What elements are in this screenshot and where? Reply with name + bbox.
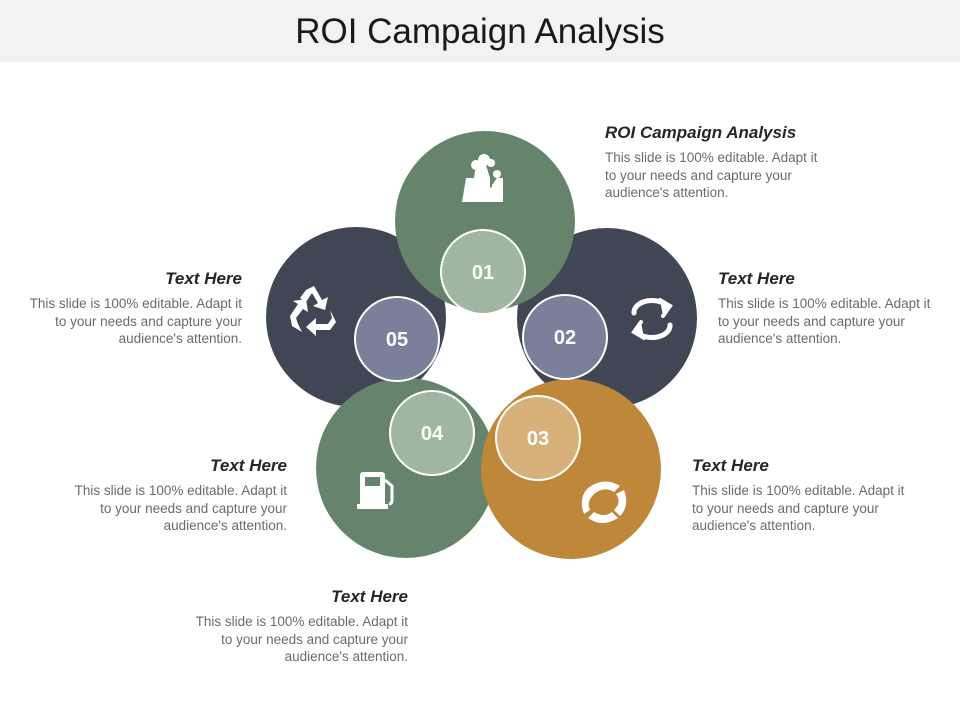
step-03-block: Text Here This slide is 100% editable. A… bbox=[692, 456, 917, 535]
petal-03 bbox=[481, 379, 661, 559]
fuel-pump-icon bbox=[357, 472, 394, 509]
number-circle-05: 05 bbox=[354, 296, 440, 382]
number-05: 05 bbox=[386, 329, 408, 351]
recycle-icon bbox=[290, 286, 336, 336]
number-04: 04 bbox=[421, 423, 444, 445]
step-04-heading: Text Here bbox=[210, 456, 287, 475]
extra-block: Text Here This slide is 100% editable. A… bbox=[183, 587, 408, 666]
step-04-text: This slide is 100% editable. Adapt it to… bbox=[74, 483, 287, 533]
factory-icon bbox=[462, 154, 503, 202]
step-05-text: This slide is 100% editable. Adapt it to… bbox=[29, 296, 242, 346]
extra-text: This slide is 100% editable. Adapt it to… bbox=[195, 614, 408, 664]
step-02-text: This slide is 100% editable. Adapt it to… bbox=[718, 296, 931, 346]
step-05-heading: Text Here bbox=[165, 269, 242, 288]
number-01: 01 bbox=[472, 262, 494, 284]
slide-title: ROI Campaign Analysis bbox=[295, 12, 665, 51]
step-01-text: This slide is 100% editable. Adapt it to… bbox=[605, 150, 818, 200]
petal-01 bbox=[395, 131, 575, 311]
number-circle-02: 02 bbox=[522, 294, 608, 380]
step-03-heading: Text Here bbox=[692, 456, 769, 475]
number-02: 02 bbox=[554, 327, 576, 349]
title-bar bbox=[0, 0, 960, 62]
step-02-block: Text Here This slide is 100% editable. A… bbox=[718, 269, 943, 348]
step-02-heading: Text Here bbox=[718, 269, 795, 288]
number-03: 03 bbox=[527, 428, 549, 450]
number-circle-01: 01 bbox=[440, 229, 526, 315]
step-05-block: Text Here This slide is 100% editable. A… bbox=[17, 269, 242, 348]
step-03-text: This slide is 100% editable. Adapt it to… bbox=[692, 483, 905, 533]
refresh-icon bbox=[631, 298, 673, 340]
extra-heading: Text Here bbox=[331, 587, 408, 606]
number-circle-03: 03 bbox=[495, 395, 581, 481]
step-04-block: Text Here This slide is 100% editable. A… bbox=[62, 456, 287, 535]
number-circle-04: 04 bbox=[389, 390, 475, 476]
step-01-heading: ROI Campaign Analysis bbox=[605, 123, 797, 142]
step-01-block: ROI Campaign Analysis This slide is 100%… bbox=[605, 123, 830, 202]
cycle-icon bbox=[581, 481, 627, 523]
